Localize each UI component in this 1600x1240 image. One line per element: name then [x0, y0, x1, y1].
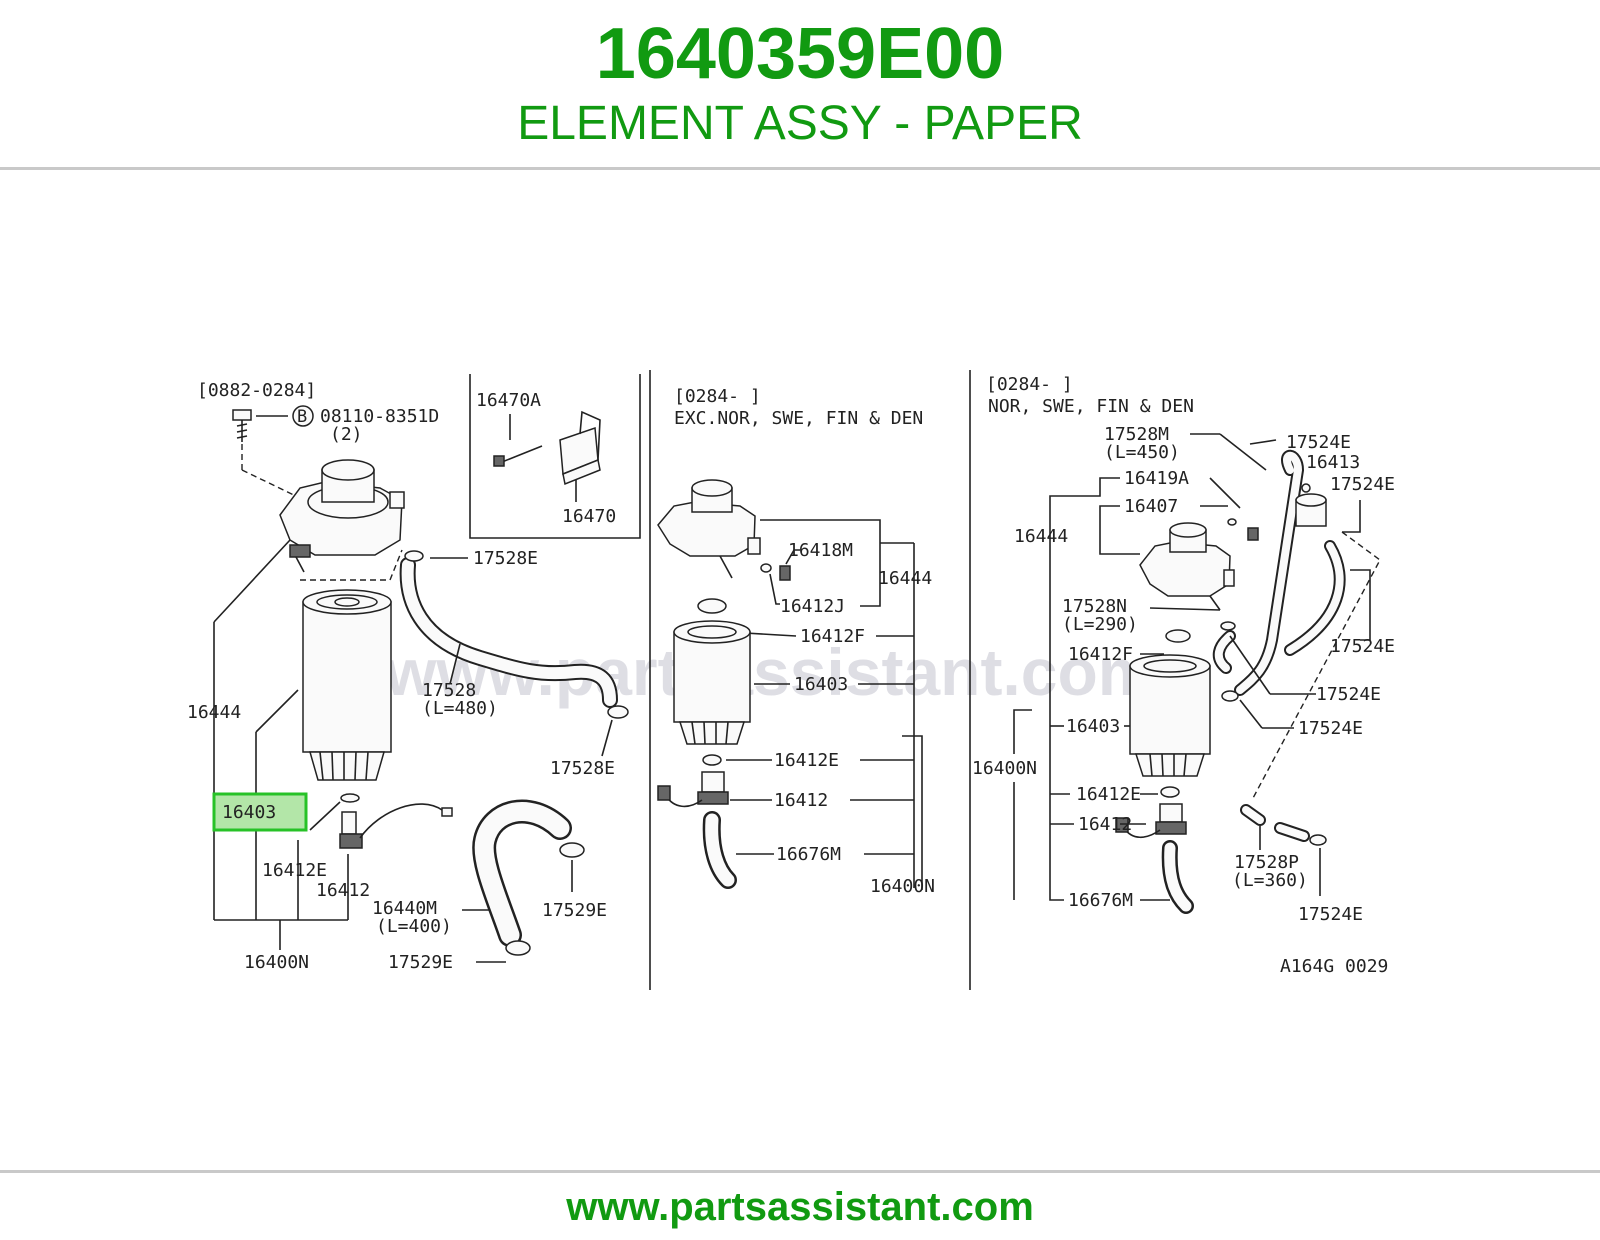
label-16412f-right: 16412F	[1068, 644, 1133, 665]
left-heading: [0882-0284]	[197, 380, 316, 401]
gasket-right-part	[1165, 629, 1191, 643]
label-16419a: 16419A	[1124, 468, 1189, 489]
filter-head-part	[279, 459, 405, 573]
oring-right-part	[1160, 786, 1180, 798]
label-l400: (L=400)	[376, 916, 452, 937]
label-17524e-b: 17524E	[1330, 474, 1395, 495]
oring-16412e-left	[340, 793, 360, 803]
label-17528m: 17528M	[1104, 424, 1169, 445]
bolt-16470a-part	[493, 445, 543, 467]
label-16412-middle: 16412	[774, 790, 828, 811]
label-l480: (L=480)	[422, 698, 498, 719]
label-16412f-middle: 16412F	[800, 626, 865, 647]
label-16407: 16407	[1124, 496, 1178, 517]
inset-box	[469, 374, 641, 539]
label-16400n-right: 16400N	[972, 758, 1037, 779]
footer-divider	[0, 1170, 1600, 1173]
parts-diagram-svg: www.partsassistant.com [0882-0284] B 081…	[187, 370, 1395, 990]
label-16444-middle: 16444	[878, 568, 932, 589]
element-16403-part	[302, 589, 392, 781]
part-name: ELEMENT ASSY - PAPER	[517, 97, 1083, 150]
plug-16407-part	[1247, 527, 1259, 541]
label-16413: 16413	[1306, 452, 1360, 473]
clip-17529e-right	[559, 842, 585, 858]
label-17529e-b: 17529E	[388, 952, 453, 973]
label-17528e-b: 17528E	[550, 758, 615, 779]
label-16676m-middle: 16676M	[776, 844, 841, 865]
section-left: [0882-0284] B 08110-8351D (2)	[187, 380, 629, 973]
label-08110-8351d: 08110-8351D	[320, 406, 439, 427]
right-subheading: NOR, SWE, FIN & DEN	[988, 396, 1194, 417]
sensor-right-part	[1115, 803, 1187, 839]
label-16418m: 16418M	[788, 540, 853, 561]
clamp-right-mid-part	[1220, 621, 1236, 631]
label-16676m-right: 16676M	[1068, 890, 1133, 911]
label-16400n-middle: 16400N	[870, 876, 935, 897]
clip-17529e-bottom	[505, 940, 531, 956]
label-16403-right: 16403	[1066, 716, 1120, 737]
b-circle-icon	[292, 405, 314, 427]
label-16412j: 16412J	[780, 596, 845, 617]
filter-head-middle-part	[657, 479, 761, 579]
label-16444-right: 16444	[1014, 526, 1068, 547]
part-number: 1640359E00	[595, 14, 1005, 94]
clamp-right-low-part	[1221, 690, 1239, 702]
middle-subheading: EXC.NOR, SWE, FIN & DEN	[674, 408, 923, 429]
label-17524e-d: 17524E	[1316, 684, 1381, 705]
label-17528n: 17528N	[1062, 596, 1127, 617]
hose-17528p-part	[1240, 804, 1327, 846]
element-middle-part	[673, 620, 751, 745]
fitting-16413-part	[1295, 483, 1327, 527]
right-heading: [0284- ]	[986, 374, 1073, 395]
clip-17528e-bottom	[607, 705, 629, 719]
parts-diagram: www.partsassistant.com [0882-0284] B 081…	[180, 340, 1420, 1010]
label-16470: 16470	[562, 506, 616, 527]
label-17528p: 17528P	[1234, 852, 1299, 873]
label-l360: (L=360)	[1232, 870, 1308, 891]
label-16444-left: 16444	[187, 702, 241, 723]
section-inset: 16470A 16470	[476, 390, 616, 527]
label-16412-right: 16412	[1078, 814, 1132, 835]
label-17528: 17528	[422, 680, 476, 701]
label-16412-left: 16412	[316, 880, 370, 901]
svg-text:B: B	[297, 407, 307, 427]
sensor-middle-part	[657, 771, 729, 808]
element-right-part	[1129, 654, 1211, 777]
label-17529e-a: 17529E	[542, 900, 607, 921]
sensor-16412-part	[339, 803, 453, 849]
oring-middle-part	[702, 754, 722, 766]
ref-code: A164G 0029	[1280, 956, 1388, 977]
label-17524e-e: 17524E	[1298, 718, 1363, 739]
middle-heading: [0284- ]	[674, 386, 761, 407]
filter-head-right-part	[1139, 522, 1235, 611]
label-bolt-qty: (2)	[330, 424, 363, 445]
plug-16418m-part	[760, 563, 791, 581]
label-16412e-middle: 16412E	[774, 750, 839, 771]
label-16400n-left: 16400N	[244, 952, 309, 973]
section-middle: [0284- ] EXC.NOR, SWE, FIN & DEN 16418M …	[657, 386, 935, 897]
header-divider	[0, 167, 1600, 170]
label-17524e-f: 17524E	[1298, 904, 1363, 925]
bolt-part	[232, 409, 252, 442]
clip-17528e-top	[404, 550, 424, 562]
label-16470a: 16470A	[476, 390, 541, 411]
label-16412e-left: 16412E	[262, 860, 327, 881]
footer-url[interactable]: www.partsassistant.com	[566, 1185, 1034, 1229]
label-16440m: 16440M	[372, 898, 437, 919]
label-l290: (L=290)	[1062, 614, 1138, 635]
label-16403-middle: 16403	[794, 674, 848, 695]
label-16412e-right: 16412E	[1076, 784, 1141, 805]
header: 1640359E00 ELEMENT ASSY - PAPER	[0, 0, 1600, 168]
label-17524e-a: 17524E	[1286, 432, 1351, 453]
washer-16407-part	[1227, 518, 1237, 526]
label-16403-highlight[interactable]: 16403	[222, 802, 276, 823]
label-17524e-c: 17524E	[1330, 636, 1395, 657]
gasket-16412f-part	[697, 598, 727, 614]
bracket-16470-part	[559, 410, 601, 486]
section-right: [0284- ] NOR, SWE, FIN & DEN 17528M (L=4…	[972, 374, 1395, 977]
label-17528e-a: 17528E	[473, 548, 538, 569]
label-l450: (L=450)	[1104, 442, 1180, 463]
highlight-box[interactable]	[212, 792, 308, 832]
